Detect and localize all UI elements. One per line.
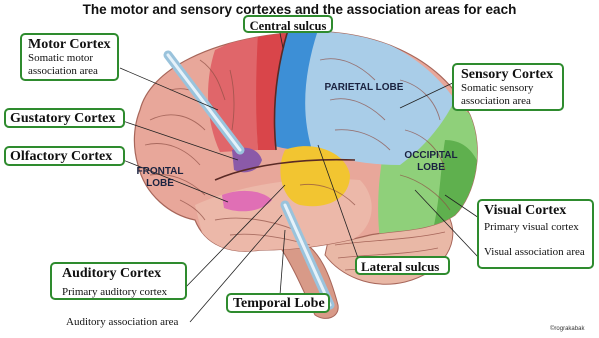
visual-cortex-line1: Primary visual cortex [484, 221, 592, 234]
parietal-lobe-text: PARIETAL LOBE [314, 82, 414, 94]
central-sulcus-label: Central sulcus [243, 15, 333, 33]
motor-cortex-line2: association area [28, 65, 117, 78]
gustatory-cortex-label: Gustatory Cortex [4, 108, 125, 128]
motor-cortex-label: Motor Cortex Somatic motor association a… [20, 33, 119, 81]
sensory-cortex-label: Sensory Cortex Somatic sensory associati… [452, 63, 564, 111]
sensory-cortex-line1: Somatic sensory [461, 82, 562, 95]
visual-cortex-heading: Visual Cortex [484, 203, 592, 218]
visual-cortex-label: Visual Cortex Primary visual cortex Visu… [477, 199, 594, 269]
auditory-association-label: Auditory association area [66, 316, 178, 328]
sensory-cortex-line2: association area [461, 95, 562, 108]
occipital-lobe-text: OCCIPITAL LOBE [396, 150, 466, 174]
lateral-sulcus-label: Lateral sulcus [355, 256, 450, 275]
auditory-cortex-line1: Primary auditory cortex [62, 286, 185, 299]
olfactory-cortex-label: Olfactory Cortex [4, 146, 125, 166]
temporal-lobe-label: Temporal Lobe [226, 293, 330, 313]
frontal-lobe-text: FRONTAL LOBE [130, 166, 190, 190]
auditory-cortex-label: Auditory Cortex Primary auditory cortex [50, 262, 187, 300]
motor-cortex-heading: Motor Cortex [28, 37, 117, 52]
auditory-cortex-heading: Auditory Cortex [62, 266, 185, 281]
copyright-text: ©rograkabak [550, 326, 584, 332]
sensory-cortex-heading: Sensory Cortex [461, 67, 562, 82]
motor-cortex-line1: Somatic motor [28, 52, 117, 65]
visual-association-line: Visual association area [484, 246, 592, 259]
